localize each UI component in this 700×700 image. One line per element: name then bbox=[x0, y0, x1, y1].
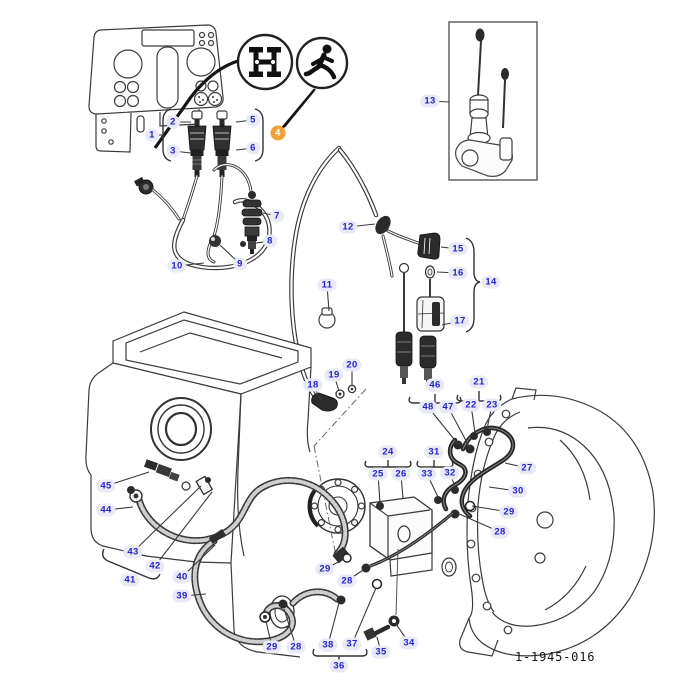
callout-13[interactable]: 13 bbox=[420, 94, 440, 108]
instrument-panel bbox=[88, 24, 224, 153]
valve-bracket bbox=[369, 496, 457, 590]
callout-4[interactable]: 4 bbox=[270, 125, 286, 141]
callout-20[interactable]: 20 bbox=[342, 358, 362, 372]
leader-line-48 bbox=[427, 406, 459, 445]
callout-3[interactable]: 3 bbox=[166, 144, 180, 158]
callout-16[interactable]: 16 bbox=[448, 266, 468, 280]
callout-32[interactable]: 32 bbox=[440, 466, 460, 480]
callout-17[interactable]: 17 bbox=[450, 314, 470, 328]
callout-6[interactable]: 6 bbox=[246, 141, 260, 155]
callout-34[interactable]: 34 bbox=[399, 636, 419, 650]
callout-group-bracket bbox=[254, 108, 264, 162]
callout-38[interactable]: 38 bbox=[318, 638, 338, 652]
callout-29[interactable]: 29 bbox=[499, 505, 519, 519]
leader-line-42 bbox=[154, 491, 213, 567]
callout-group-bracket bbox=[364, 460, 412, 468]
leader-line-38 bbox=[327, 602, 340, 646]
leader-line-37 bbox=[351, 587, 377, 645]
running-person-icon bbox=[295, 36, 349, 90]
callout-1[interactable]: 1 bbox=[145, 128, 159, 142]
callout-21[interactable]: 21 bbox=[469, 375, 489, 389]
leader-line-43 bbox=[132, 485, 202, 553]
callout-15[interactable]: 15 bbox=[448, 242, 468, 256]
callout-40[interactable]: 40 bbox=[172, 570, 192, 584]
callout-33[interactable]: 33 bbox=[417, 467, 437, 481]
hydraulic-hoses bbox=[127, 459, 455, 646]
callout-group-bracket bbox=[416, 460, 454, 468]
left-cable-loop bbox=[134, 163, 272, 271]
callout-8[interactable]: 8 bbox=[263, 234, 277, 248]
callout-2[interactable]: 2 bbox=[166, 115, 180, 129]
switch-assembly-box bbox=[448, 21, 538, 181]
callout-group-bracket bbox=[465, 237, 481, 333]
port-fittings bbox=[311, 384, 357, 412]
callout-25[interactable]: 25 bbox=[368, 467, 388, 481]
figure-part-number: 1-1945-016 bbox=[515, 650, 596, 664]
callout-47[interactable]: 47 bbox=[438, 400, 458, 414]
callout-44[interactable]: 44 bbox=[96, 503, 116, 517]
callout-23[interactable]: 23 bbox=[482, 398, 502, 412]
callout-28[interactable]: 28 bbox=[490, 525, 510, 539]
callout-39[interactable]: 39 bbox=[172, 589, 192, 603]
callout-7[interactable]: 7 bbox=[270, 209, 284, 223]
callout-19[interactable]: 19 bbox=[324, 368, 344, 382]
callout-9[interactable]: 9 bbox=[233, 257, 247, 271]
callout-45[interactable]: 45 bbox=[96, 479, 116, 493]
callout-14[interactable]: 14 bbox=[481, 275, 501, 289]
callout-group-bracket bbox=[101, 548, 161, 580]
callout-29[interactable]: 29 bbox=[315, 562, 335, 576]
callout-42[interactable]: 42 bbox=[145, 559, 165, 573]
callout-11[interactable]: 11 bbox=[317, 278, 337, 292]
leader-line-47 bbox=[447, 406, 471, 449]
callout-22[interactable]: 22 bbox=[461, 398, 481, 412]
callout-24[interactable]: 24 bbox=[378, 445, 398, 459]
callout-group-bracket bbox=[162, 108, 172, 162]
main-harness-cable bbox=[289, 145, 425, 402]
callout-12[interactable]: 12 bbox=[338, 220, 358, 234]
pressure-sender-pair bbox=[187, 110, 232, 177]
callout-28[interactable]: 28 bbox=[337, 574, 357, 588]
callout-27[interactable]: 27 bbox=[517, 461, 537, 475]
callout-48[interactable]: 48 bbox=[418, 400, 438, 414]
callout-41[interactable]: 41 bbox=[120, 573, 140, 587]
callout-5[interactable]: 5 bbox=[246, 113, 260, 127]
bolt-and-nut bbox=[363, 548, 400, 641]
callout-18[interactable]: 18 bbox=[303, 378, 323, 392]
callout-30[interactable]: 30 bbox=[508, 484, 528, 498]
callout-10[interactable]: 10 bbox=[167, 259, 187, 273]
callout-29[interactable]: 29 bbox=[262, 640, 282, 654]
callout-28[interactable]: 28 bbox=[286, 640, 306, 654]
steel-pipes bbox=[434, 425, 516, 519]
connector-stack bbox=[395, 232, 445, 386]
callout-46[interactable]: 46 bbox=[425, 378, 445, 392]
construction-lines bbox=[313, 388, 367, 557]
callout-36[interactable]: 36 bbox=[329, 659, 349, 673]
callout-26[interactable]: 26 bbox=[391, 467, 411, 481]
callout-43[interactable]: 43 bbox=[123, 545, 143, 559]
callout-37[interactable]: 37 bbox=[342, 637, 362, 651]
callout-31[interactable]: 31 bbox=[424, 445, 444, 459]
drivetrain-4wd-icon bbox=[236, 33, 294, 91]
callout-35[interactable]: 35 bbox=[371, 645, 391, 659]
leader-line-4 bbox=[277, 89, 315, 134]
